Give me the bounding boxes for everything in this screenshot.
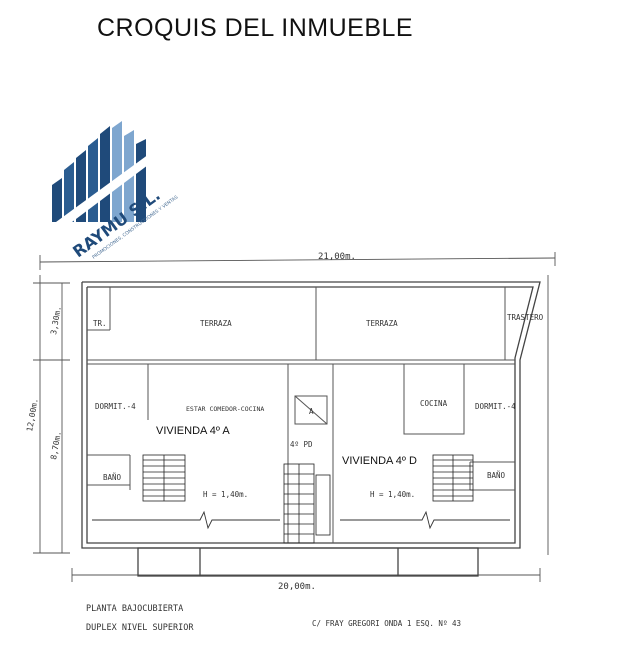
label-cocina: COCINA: [420, 399, 448, 408]
label-dormit-left: DORMIT.-4: [95, 402, 136, 411]
stairs: [142, 454, 474, 544]
unit-label-left: VIVIENDA 4º A: [156, 425, 230, 437]
note-line-1: PLANTA BAJOCUBIERTA: [86, 604, 183, 614]
label-height-right: H = 1,40m.: [370, 490, 415, 499]
dim-left-total: 12,00m.: [25, 398, 40, 433]
dim-bottom-width: 20,00m.: [278, 582, 316, 592]
label-terraza-right: TERRAZA: [366, 319, 398, 328]
label-tr: TR.: [93, 319, 107, 328]
label-dormit-right: DORMIT.-4: [475, 402, 516, 411]
note-line-2: DUPLEX NIVEL SUPERIOR: [86, 623, 194, 633]
logo-buildings-icon: [52, 121, 168, 228]
label-trastero: TRASTERO: [507, 313, 544, 322]
internal-walls: [87, 287, 515, 543]
dimension-lines: [33, 252, 556, 582]
dim-left-upper: 3,30m.: [49, 305, 63, 335]
page-title: CROQUIS DEL INMUEBLE: [97, 14, 414, 42]
label-ascensor: A: [309, 407, 314, 416]
dim-top-width: 21,00m.: [318, 252, 356, 262]
note-address: C/ FRAY GREGORI ONDA 1 ESQ. Nº 43: [312, 619, 461, 628]
outer-walls: [81, 281, 541, 577]
label-rellano: 4º PD: [290, 440, 313, 449]
raymu-logo: RAYMU S.L. PROMOCIONES, CONSTRUCCIONES Y…: [52, 121, 179, 261]
label-bano-left: BAÑO: [103, 473, 122, 482]
break-marks: [92, 510, 510, 530]
unit-label-right: VIVIENDA 4º D: [342, 455, 417, 467]
label-height-left: H = 1,40m.: [203, 490, 248, 499]
dim-left-lower: 8,70m.: [49, 430, 63, 460]
label-terraza-left: TERRAZA: [200, 319, 232, 328]
label-bano-right: BAÑO: [487, 471, 506, 480]
label-estar: ESTAR COMEDOR-COCINA: [186, 405, 264, 413]
